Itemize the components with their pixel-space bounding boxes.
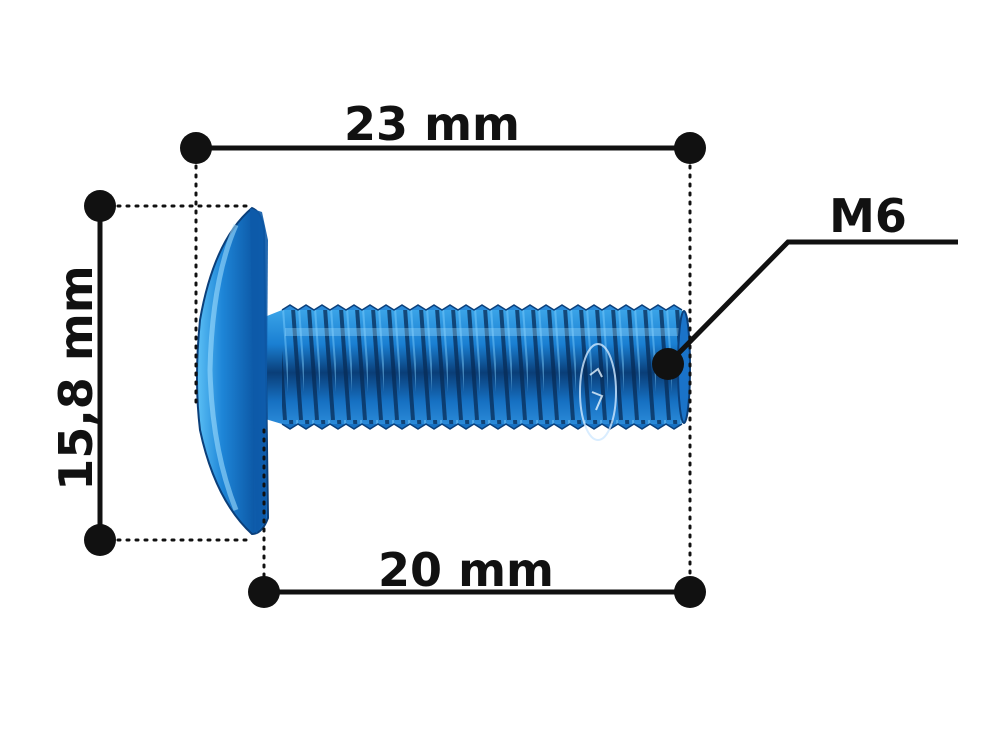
thread-size-label: M6 (829, 189, 907, 243)
overall-length-label: 23 mm (344, 97, 520, 151)
engraved-mark (579, 343, 617, 441)
endpoint-dot (84, 190, 116, 222)
screw-illustration (196, 206, 691, 536)
head-diameter-label: 15,8 mm (49, 265, 103, 490)
engraved-mark-detail (589, 367, 604, 411)
dim-thread-length: 20 mm (248, 543, 706, 608)
dim-head-diameter: 15,8 mm (49, 190, 116, 556)
screw-thread (282, 310, 688, 424)
callout-thread-size: M6 (652, 189, 958, 380)
extension-lines (98, 146, 692, 594)
dim-overall-length: 23 mm (180, 97, 706, 164)
shaft-highlight (285, 328, 680, 336)
endpoint-dot (674, 132, 706, 164)
head-highlight (207, 224, 239, 511)
endpoint-dot (180, 132, 212, 164)
endpoint-dot (248, 576, 280, 608)
callout-dot (652, 348, 684, 380)
thread-crest-bottom (281, 423, 683, 430)
endpoint-dot (674, 576, 706, 608)
endpoint-dot (84, 524, 116, 556)
thread-length-label: 20 mm (378, 543, 554, 597)
thread-crest-top (281, 304, 683, 311)
head-flange (250, 208, 268, 534)
